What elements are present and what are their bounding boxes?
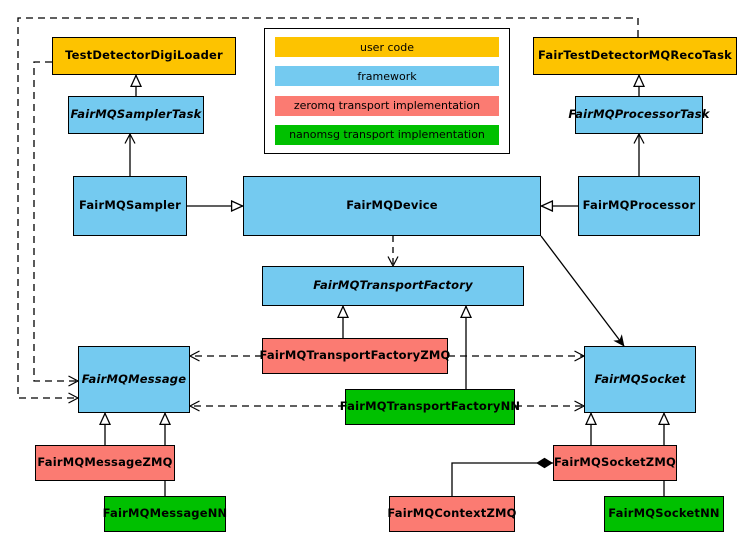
- class-box-fairmqtransportfactoryzmq[interactable]: FairMQTransportFactoryZMQ: [259, 338, 451, 374]
- class-box-testdetectordigiloader[interactable]: TestDetectorDigiLoader: [52, 37, 236, 75]
- legend-item-zeromq: zeromq transport implementation: [275, 95, 499, 116]
- class-label: FairMQTransportFactoryZMQ: [259, 348, 451, 363]
- class-box-fairmqsamplertask[interactable]: FairMQSamplerTask: [68, 96, 204, 134]
- class-label: FairMQDevice: [346, 198, 438, 213]
- class-label: TestDetectorDigiLoader: [65, 48, 223, 63]
- class-box-fairmqmessagenn[interactable]: FairMQMessageNN: [102, 496, 228, 532]
- class-box-fairmqprocessor[interactable]: FairMQProcessor: [578, 176, 700, 236]
- class-label: FairMQSamplerTask: [70, 107, 202, 122]
- class-label: FairTestDetectorMQRecoTask: [538, 48, 732, 63]
- class-box-fairmqsampler[interactable]: FairMQSampler: [73, 176, 187, 236]
- class-label: FairMQProcessorTask: [568, 107, 710, 122]
- legend-item-framework: framework: [275, 66, 499, 87]
- legend-label-user-code: user code: [359, 40, 415, 54]
- class-label: FairMQMessageZMQ: [37, 455, 173, 470]
- class-box-fairmqsocket[interactable]: FairMQSocket: [584, 346, 696, 413]
- class-box-fairmqmessagezmq[interactable]: FairMQMessageZMQ: [35, 445, 175, 481]
- class-box-fairmqprocessortask[interactable]: FairMQProcessorTask: [568, 96, 709, 134]
- class-label: FairMQContextZMQ: [387, 506, 517, 521]
- class-label: FairMQMessage: [81, 371, 187, 386]
- class-box-fairmqsocketzmq[interactable]: FairMQSocketZMQ: [553, 445, 677, 481]
- class-box-fairmqtransportfactorynn[interactable]: FairMQTransportFactoryNN: [340, 389, 520, 425]
- class-label: FairMQSocket: [594, 371, 686, 386]
- legend-item-nanomsg: nanomsg transport implementation: [275, 124, 499, 145]
- class-label: FairMQSocketNN: [608, 506, 720, 521]
- class-box-fairmqcontextzmq[interactable]: FairMQContextZMQ: [387, 496, 517, 532]
- legend-item-user-code: user code: [275, 37, 499, 57]
- class-box-fairmqdevice[interactable]: FairMQDevice: [243, 176, 541, 236]
- class-box-fairtestdetectormqrecotask[interactable]: FairTestDetectorMQRecoTask: [533, 37, 737, 75]
- edge-device-socket: [540, 235, 625, 346]
- legend-label-zeromq: zeromq transport implementation: [293, 99, 481, 113]
- class-box-fairmqsocketnn[interactable]: FairMQSocketNN: [604, 496, 724, 532]
- legend-panel: user code framework zeromq transport imp…: [264, 28, 510, 154]
- class-label: FairMQMessageNN: [102, 506, 228, 521]
- edge-contextzmq-socketzmq: [451, 457, 553, 496]
- legend-label-framework: framework: [357, 69, 417, 83]
- class-label: FairMQTransportFactory: [313, 278, 473, 293]
- class-label: FairMQSocketZMQ: [554, 455, 676, 470]
- class-label: FairMQSampler: [78, 198, 182, 213]
- class-label: FairMQProcessor: [582, 198, 696, 213]
- class-label: FairMQTransportFactoryNN: [339, 399, 521, 414]
- class-box-fairmqmessage[interactable]: FairMQMessage: [78, 346, 190, 413]
- legend-label-nanomsg: nanomsg transport implementation: [289, 128, 485, 142]
- class-box-fairmqtransportfactory[interactable]: FairMQTransportFactory: [262, 266, 524, 306]
